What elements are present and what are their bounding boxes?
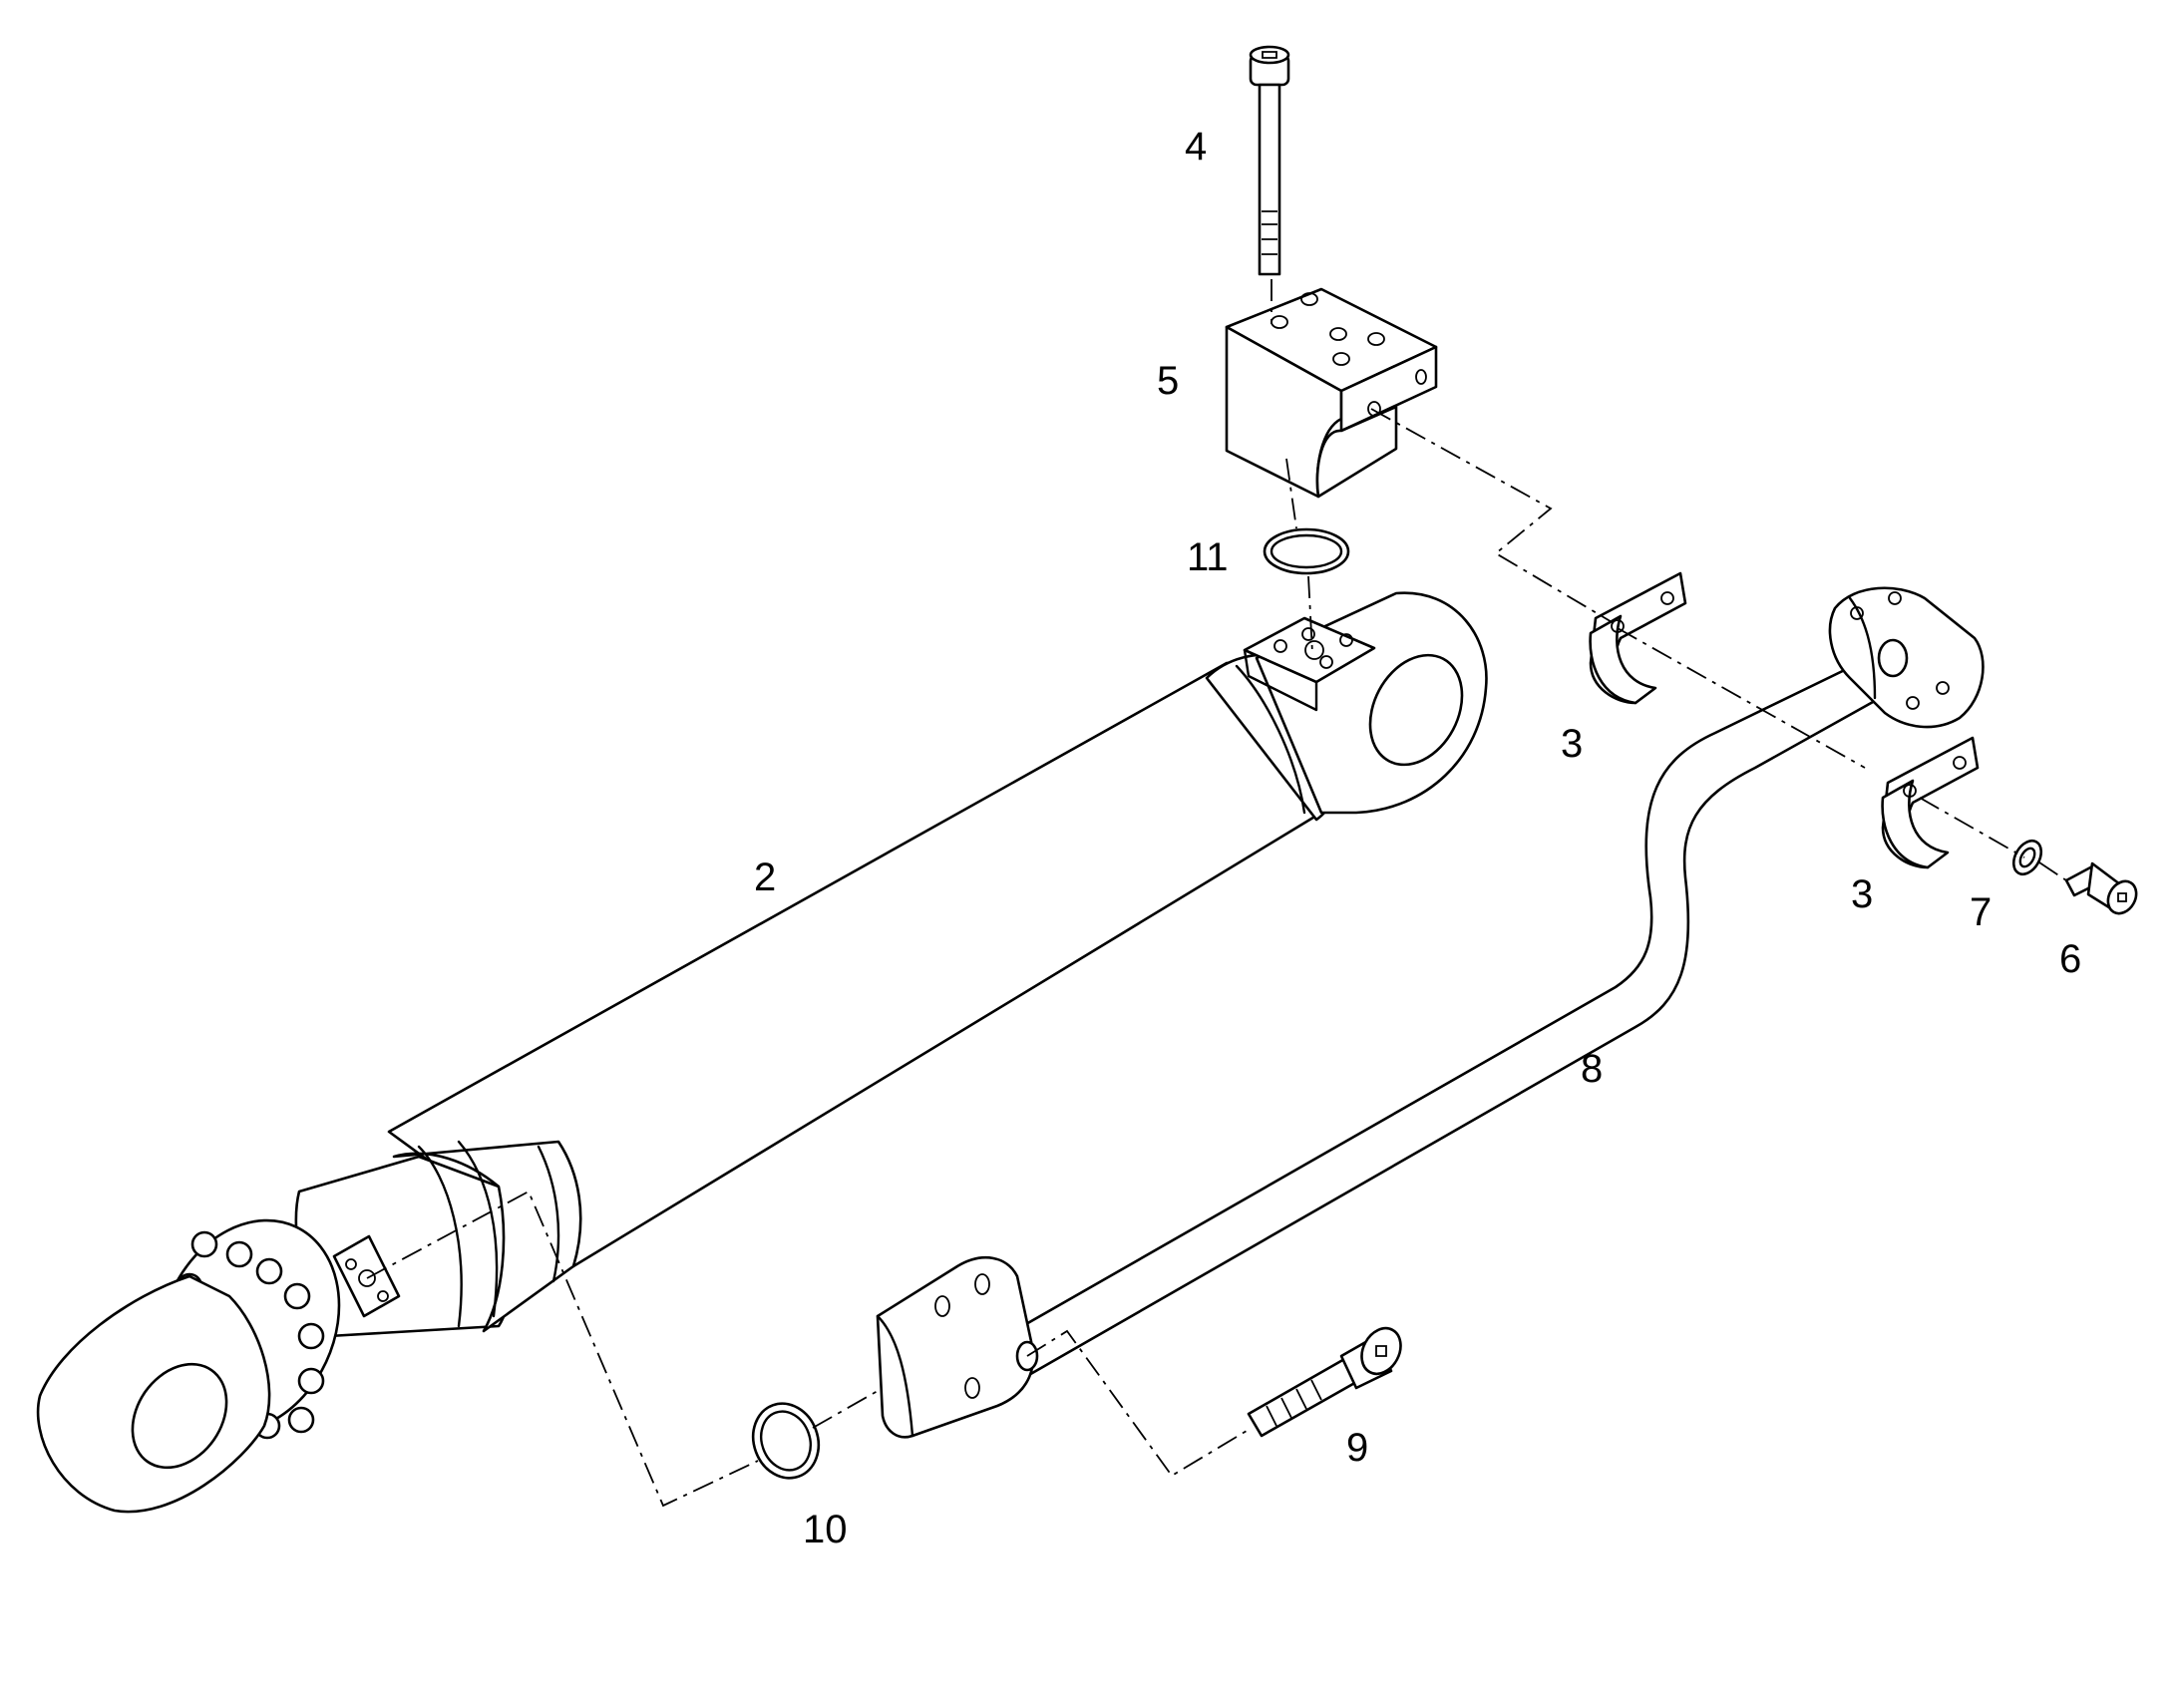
washer-7 xyxy=(2011,839,2043,876)
callout-5: 5 xyxy=(1157,359,1179,403)
pipe-tube xyxy=(1003,646,1909,1378)
screw-4 xyxy=(1249,45,1290,276)
cylinder-gland xyxy=(392,1140,582,1333)
callout-10: 10 xyxy=(803,1508,848,1551)
valve-block-side xyxy=(1339,345,1438,433)
hydraulic-pipe-8 xyxy=(876,586,1985,1439)
callout-11: 11 xyxy=(1187,535,1229,579)
pipe-flange-lower xyxy=(876,1256,1035,1439)
callout-6: 6 xyxy=(2059,937,2081,981)
callout-8: 8 xyxy=(1581,1047,1603,1091)
callout-2: 2 xyxy=(754,855,776,899)
cylinder-port-pad xyxy=(1243,616,1376,684)
callout-3-lower: 3 xyxy=(1851,872,1873,916)
clamp-3-lower xyxy=(1881,736,1980,869)
screw-9 xyxy=(1247,1326,1402,1438)
o-ring-11 xyxy=(1263,527,1350,575)
callout-9: 9 xyxy=(1346,1426,1368,1470)
o-ring-10 xyxy=(751,1402,821,1480)
hydraulic-cylinder xyxy=(36,591,1488,1514)
head-port-pad xyxy=(332,1234,401,1318)
clamp-3-upper xyxy=(1589,571,1687,705)
screw-6 xyxy=(2064,861,2138,915)
callout-7: 7 xyxy=(1970,890,1992,934)
cylinder-rod-eye-bore xyxy=(131,1362,228,1470)
leader-lines xyxy=(366,279,2070,1508)
cylinder-top-eye-bore xyxy=(1368,653,1464,767)
callout-4: 4 xyxy=(1185,125,1207,169)
callout-3-upper: 3 xyxy=(1561,722,1583,766)
callouts: 2 3 3 4 5 6 7 8 9 10 11 xyxy=(754,125,2081,1551)
valve-block-5 xyxy=(1225,287,1438,499)
